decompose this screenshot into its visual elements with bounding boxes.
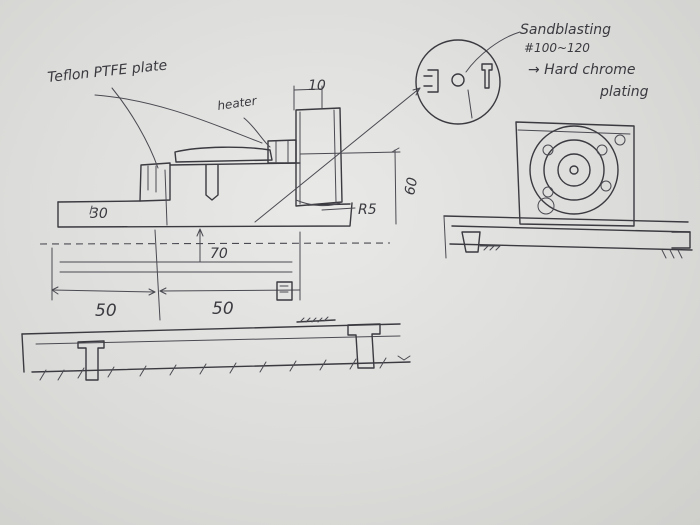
top-view-base-line [443, 215, 689, 223]
heater-block-hatch [275, 140, 289, 163]
top-view [443, 121, 693, 259]
dim-50-left-line [51, 289, 156, 293]
bolt-hole-2 [596, 144, 608, 156]
center-hole [569, 165, 579, 175]
dim-60: 60 [391, 147, 421, 225]
inner-ring [557, 153, 591, 187]
teflon-leader [111, 87, 159, 169]
detail-circle-outline [415, 39, 501, 125]
lower-dimension-band: 50 50 70 [39, 228, 391, 323]
dim-50-right-label: 50 [212, 299, 234, 319]
top-reference-line [299, 151, 401, 155]
dim-r5-label: R5 [358, 202, 377, 218]
dim-ext-mid [154, 229, 161, 321]
chrome-label-2: plating [599, 84, 649, 100]
left-post [77, 340, 105, 381]
detail-bolt-right [481, 63, 493, 89]
lower-base-bottom [31, 361, 411, 373]
chrome-label: → Hard chrome [528, 62, 636, 78]
right-post [347, 323, 381, 369]
bolt-hole-4 [600, 180, 612, 192]
column-inner-line-right [333, 109, 337, 203]
sandblasting-label: Sandblasting [520, 22, 611, 38]
column-fillet [295, 199, 343, 207]
center-line-dashed [39, 242, 391, 245]
top-view-square [515, 121, 635, 227]
bolt-hole-1 [542, 144, 554, 156]
ground-hatch [39, 357, 387, 381]
small-hatched-pad [296, 319, 336, 323]
dim-10: 10 [293, 78, 326, 111]
base-plate-top-left [57, 200, 141, 203]
teflon-leader-2 [94, 94, 263, 144]
main-side-view [57, 87, 421, 228]
dim-70-label: 70 [210, 246, 228, 262]
sandblasting-leader [465, 31, 521, 73]
detail-circle [415, 39, 501, 125]
detail-bolt-left [423, 69, 439, 93]
detail-hole [451, 73, 465, 87]
heater-label: heater [216, 93, 258, 112]
dim-60-label: 60 [402, 176, 421, 196]
lower-base-assembly [21, 323, 411, 381]
left-bolt-line [164, 169, 168, 226]
heater-screw [205, 164, 219, 201]
heater-leader [243, 117, 271, 148]
mid-ring [543, 139, 605, 201]
top-view-right-bolt [671, 231, 691, 249]
dim-50-left-label: 50 [95, 301, 117, 321]
lower-base-inner-line [35, 335, 401, 345]
label-leaders [94, 31, 521, 169]
lower-base-top [21, 323, 401, 335]
bolt-hole-5 [537, 197, 555, 215]
ptfe-plate [174, 146, 273, 163]
top-view-base-bottom [449, 243, 693, 251]
left-bolt-shank [147, 165, 157, 193]
base-plate-outline [57, 201, 353, 228]
outer-ring [529, 125, 619, 215]
dim-10-label: 10 [308, 78, 326, 94]
sandblasting-spec-label: #100~120 [524, 41, 590, 55]
dim-30-label: 30 [90, 206, 108, 222]
lower-base-left-edge [21, 333, 25, 373]
teflon-label: Teflon PTFE plate [47, 58, 168, 86]
diagonal-leader [254, 87, 421, 223]
bolt-hole-3 [542, 186, 554, 198]
left-step-block [139, 162, 171, 202]
dim-50-right-line [159, 289, 301, 292]
small-clamp-block [276, 281, 293, 301]
corner-hole [614, 134, 626, 146]
top-view-left-bolt [461, 231, 481, 253]
